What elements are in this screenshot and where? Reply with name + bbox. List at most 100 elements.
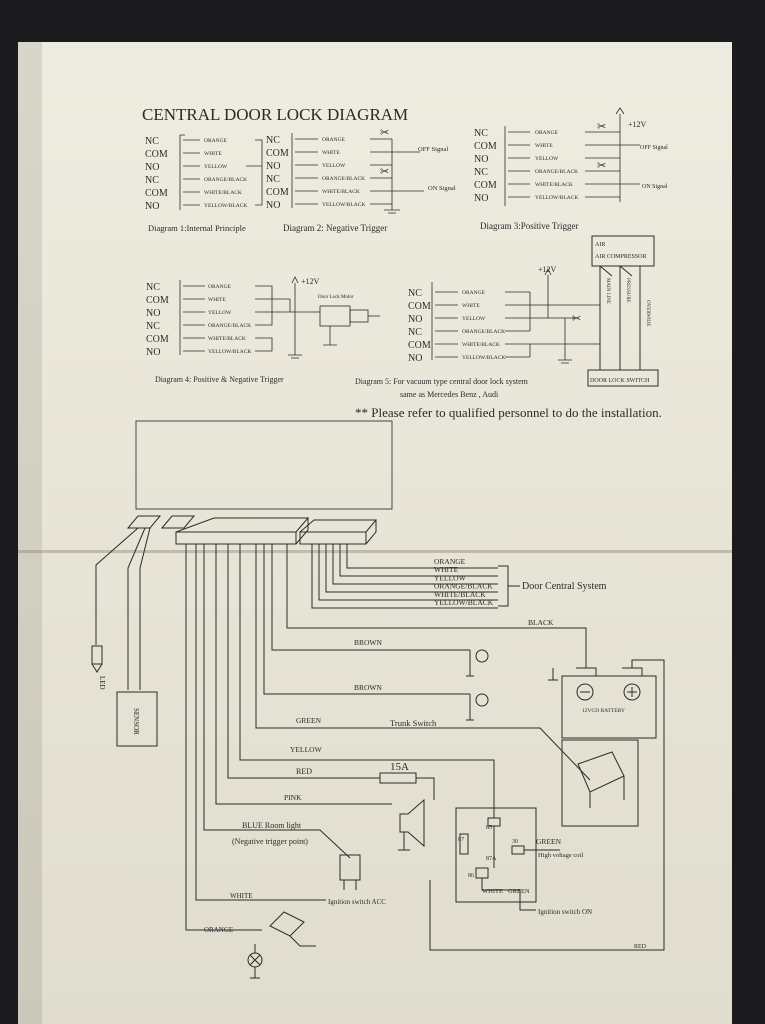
wire-color-label: ORANGE/BLACK [535,169,578,175]
relay-term-label: NO [408,353,422,364]
relay-pin-87: 87 [458,837,464,843]
diagram-2-caption: Diagram 2: Negative Trigger [283,223,387,233]
relay-pin-85: 85 [486,825,492,831]
diagram-5-vacuum: NC COM NO NC COM NO ✂ ORANGE WHITE YELLOW ORANGE… [355,235,659,399]
relay-term-label: NO [408,314,422,325]
alarm-unit-box [135,420,393,510]
pressure-label: PRESSURE [625,278,630,303]
diagram-5-caption: Diagram 5: For vacuum type central door … [355,377,529,386]
relay-term-label: NC [146,282,160,293]
relay-term-label: COM [145,188,168,199]
wire-yellow-label: YELLOW [290,745,323,754]
battery [561,675,657,739]
wire-pink-label: PINK [284,793,302,802]
relay-term-label: COM [266,187,289,198]
relay-term-label: NO [474,193,488,204]
wire-color-label: WHITE [322,150,340,156]
diagram-4-plus12v: +12V [301,277,320,286]
relay-term-label: COM [146,295,169,306]
relay-term-label: NC [408,288,422,299]
trunk-switch [561,739,639,827]
wire-black-label: BLACK [528,618,554,627]
sensor-led-connectors [126,515,196,529]
relay-term-label: NO [146,347,160,358]
on-signal-label: ON Signal [428,185,456,192]
installation-notice: ** Please refer to qualified personnel t… [355,405,662,420]
diagram-3-off-signal: OFF Signal [640,145,668,151]
door-lock-switch-label: DOOR LOCK SWITCH [590,378,650,384]
diagram-3-on-signal: ON Signal [642,184,668,190]
wire-white-label: WHITE [230,892,253,900]
relay-green2-label: GREEN [508,888,530,895]
relay-term-label: NO [145,162,159,173]
led-label: LED [98,676,106,690]
wire-color-label: YELLOW/BLACK [535,195,578,201]
siren [398,798,425,851]
diagram-5-caption-line2: same as Mercedes Benz , Audi [400,390,499,399]
sensor-label: SENSOR [132,708,140,735]
wire-color-label: ORANGE [208,284,232,290]
door-wire-color-label: WHITE [434,565,459,574]
relay-term-label: COM [408,340,431,351]
wire-color-label: YELLOW [535,156,559,162]
ignition-on-label: Ignition switch ON [538,908,592,916]
wire-color-label: YELLOW/BLACK [322,202,365,208]
wire-color-label: WHITE [204,151,222,157]
svg-text:✂: ✂ [597,160,606,172]
main-line-label: MAIN LINE [605,278,610,304]
relay-term-label: COM [145,149,168,160]
relay-term-label: NC [408,327,422,338]
relay [455,807,537,903]
wire-color-label: YELLOW [462,316,486,322]
relay-term-label: COM [408,301,431,312]
relay-term-label: NC [266,135,280,146]
relay-term-label: NO [266,200,280,211]
door-switch [269,911,305,937]
wire-blue-label: BLUE Room light [242,821,302,830]
high-voltage-coil-label: High voltage coil [538,852,583,859]
trunk-switch-label: Trunk Switch [390,718,437,728]
wire-color-label: YELLOW/BLACK [462,355,505,361]
wire-color-label: WHITE/BLACK [322,189,360,195]
diagram-1-caption: Diagram 1:Internal Principle [148,223,246,233]
wire-color-label: YELLOW/BLACK [204,203,247,209]
svg-text:✂: ✂ [380,166,389,178]
wire-brown-label-1: BROWN [354,638,383,647]
wire-brown-label-2: BROWN [354,683,383,692]
wire-color-label: ORANGE/BLACK [462,329,505,335]
wire-color-label: ORANGE/BLACK [208,323,251,329]
door-harness-connector [299,519,378,545]
main-wiring-diagram: LED SENSOR ORANGEWHITEYELLOWORANGE/BLACK… [91,420,665,979]
wire-green-label: GREEN [296,716,322,725]
wire-color-label: WHITE/BLACK [535,182,573,188]
wire-color-label: WHITE/BLACK [208,336,246,342]
relay-term-label: NC [145,175,159,186]
wire-red-label: RED [296,767,312,776]
relay-pin-86: 86 [468,873,474,879]
wire-color-label: WHITE [462,303,480,309]
wire-color-label: YELLOW [322,163,346,169]
wire-color-label: ORANGE [204,138,228,144]
relay-term-label: COM [474,141,497,152]
diagram-3-plus12v: +12V [628,120,647,129]
wire-color-label: ORANGE [462,290,486,296]
relay-term-label: NO [266,161,280,172]
relay-term-label: COM [146,334,169,345]
door-wire-color-label: ORANGE/BLACK [434,582,493,591]
svg-text:✂: ✂ [572,313,581,325]
sheet-edge-shadow [18,42,42,1024]
wire-color-label: ORANGE/BLACK [204,177,247,183]
wire-color-label: YELLOW [208,310,232,316]
relay-term-label: NC [474,128,488,139]
relay-green-label: GREEN [536,837,562,846]
air-compressor-label-1: AIR [595,242,605,248]
door-wire-color-label: YELLOW [434,573,467,582]
sensor-box [116,691,158,747]
page-fold [18,550,732,553]
room-light [339,854,361,890]
svg-text:✂: ✂ [597,121,606,133]
ignition-acc-label: Ignition switch ACC [328,898,386,906]
